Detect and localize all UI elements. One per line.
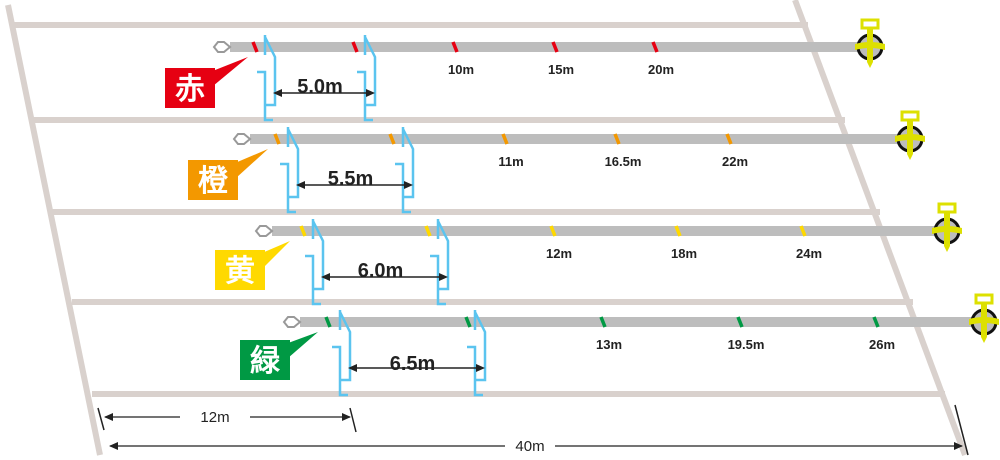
tape-mark	[599, 316, 607, 328]
tape-mark	[388, 133, 396, 145]
color-badge	[165, 68, 215, 108]
stake-icon	[969, 293, 999, 343]
mark-label: 13m	[596, 337, 622, 352]
tape-row-yellow: 12m 18m 24m 6.0m 黄	[215, 202, 962, 306]
color-badge	[240, 340, 290, 380]
tape-hook-icon	[232, 133, 252, 145]
spacing-label: 5.0m	[297, 76, 343, 98]
dimension-label-12m: 12m	[200, 409, 229, 426]
tape	[300, 317, 982, 327]
dimension-label-40m: 40m	[515, 438, 544, 455]
color-badge-label: 橙	[198, 165, 229, 198]
tape-mark	[451, 41, 459, 53]
mark-label: 20m	[648, 62, 674, 77]
spacing-label: 6.0m	[358, 260, 404, 282]
blue-bracket	[395, 127, 415, 214]
tape-mark	[464, 316, 472, 328]
mark-label: 10m	[448, 62, 474, 77]
mark-label: 15m	[548, 62, 574, 77]
mark-label: 19.5m	[728, 337, 765, 352]
tape-hook-icon	[254, 225, 274, 237]
tape-row-green: 13m 19.5m 26m 6.5m 緑	[240, 293, 999, 397]
stake-icon	[895, 110, 925, 160]
mark-label: 24m	[796, 246, 822, 261]
mark-label: 22m	[722, 154, 748, 169]
blue-bracket	[467, 310, 487, 397]
tape-row-red: 10m 15m 20m 5.0m 赤	[165, 18, 885, 122]
tape-mark	[424, 225, 432, 237]
tape-mark	[551, 41, 559, 53]
tape-hook-icon	[212, 41, 232, 53]
blue-bracket	[430, 219, 450, 306]
tape-mark	[674, 225, 682, 237]
tape-mark	[251, 41, 259, 53]
mark-label: 26m	[869, 337, 895, 352]
blue-bracket	[305, 219, 325, 306]
blue-bracket	[280, 127, 300, 214]
color-badge	[188, 160, 238, 200]
callout-pointer	[205, 57, 248, 86]
lane-lines	[5, 0, 968, 457]
tape-mark	[613, 133, 621, 145]
tape	[250, 134, 908, 144]
dimension-12m: 12m	[97, 407, 357, 433]
tape-mark	[872, 316, 880, 328]
mark-label: 12m	[546, 246, 572, 261]
color-badge-label: 黄	[225, 255, 255, 288]
spacing-label: 5.5m	[328, 168, 374, 190]
tape-hook-icon	[282, 316, 302, 328]
tape	[230, 42, 868, 52]
tape-mark	[324, 316, 332, 328]
tape-mark	[273, 133, 281, 145]
tape-mark	[501, 133, 509, 145]
tape-mark	[299, 225, 307, 237]
color-badge-label: 赤	[175, 73, 205, 106]
color-badge	[215, 250, 265, 290]
tape	[272, 226, 945, 236]
tape-mark	[736, 316, 744, 328]
tape-mark	[549, 225, 557, 237]
blue-bracket	[357, 35, 377, 122]
tape-mark	[725, 133, 733, 145]
blue-bracket	[332, 310, 352, 397]
color-badge-label: 緑	[250, 344, 281, 378]
tape-mark	[799, 225, 807, 237]
blue-bracket	[257, 35, 277, 122]
stake-icon	[932, 202, 962, 252]
mark-label: 16.5m	[605, 154, 642, 169]
tape-mark	[351, 41, 359, 53]
stake-icon	[855, 18, 885, 68]
spacing-label: 6.5m	[390, 353, 436, 375]
mark-label: 18m	[671, 246, 697, 261]
tape-mark	[651, 41, 659, 53]
dimension-40m: 40m	[109, 404, 969, 456]
tape-row-orange: 11m 16.5m 22m 5.5m 橙	[188, 110, 925, 214]
mark-label: 11m	[498, 154, 523, 169]
